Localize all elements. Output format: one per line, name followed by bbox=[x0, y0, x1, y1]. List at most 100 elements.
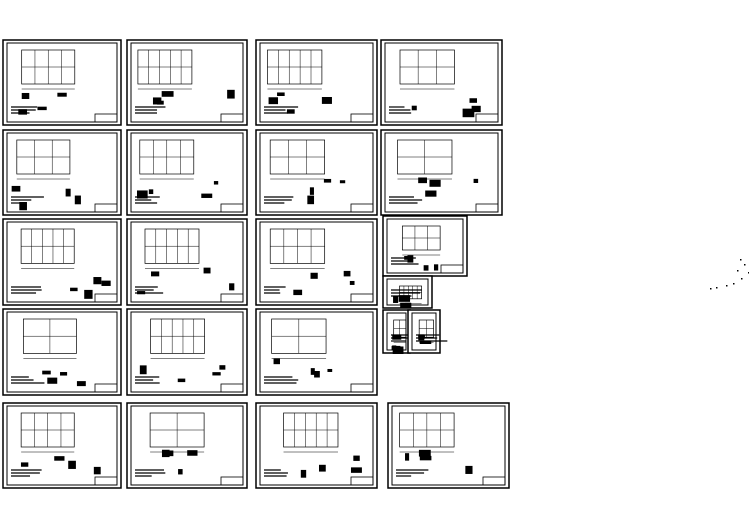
sheet-outer-border bbox=[380, 39, 503, 126]
detail-drawing bbox=[47, 377, 58, 384]
detail-drawing bbox=[139, 365, 147, 375]
detail-drawing bbox=[392, 346, 404, 354]
sheet-outer-border bbox=[255, 39, 378, 126]
detail-drawing bbox=[93, 277, 102, 285]
title-block bbox=[220, 383, 244, 393]
detail-drawing bbox=[277, 92, 285, 96]
detail-drawing bbox=[213, 181, 219, 185]
sheet-inner-border bbox=[6, 221, 118, 303]
sheet-inner-border bbox=[130, 221, 244, 303]
sheet-inner-border bbox=[386, 218, 464, 274]
sheet-inner-border bbox=[130, 132, 244, 213]
sheet-outer-border bbox=[255, 308, 378, 396]
detail-drawing bbox=[314, 370, 320, 378]
drawing-sheet[interactable] bbox=[126, 402, 248, 489]
sheet-outer-border bbox=[255, 129, 378, 216]
detail-drawing bbox=[411, 105, 417, 111]
detail-drawing bbox=[293, 289, 303, 296]
detail-drawing bbox=[419, 340, 432, 344]
sheet-outer-border bbox=[255, 218, 378, 306]
drawing-sheet[interactable] bbox=[126, 39, 248, 126]
title-block bbox=[350, 293, 374, 303]
drawing-sheet[interactable] bbox=[382, 215, 468, 277]
detail-drawing bbox=[101, 280, 111, 286]
detail-drawing bbox=[227, 89, 235, 99]
detail-drawing bbox=[423, 265, 429, 271]
detail-drawing bbox=[60, 372, 68, 376]
title-block bbox=[440, 264, 464, 274]
detail-drawing bbox=[318, 464, 326, 472]
stray-point bbox=[733, 283, 735, 285]
detail-drawing bbox=[229, 283, 235, 291]
drawing-sheet[interactable] bbox=[2, 39, 122, 126]
detail-drawing bbox=[419, 455, 432, 461]
detail-drawing bbox=[93, 466, 101, 475]
sheet-outer-border bbox=[255, 402, 378, 489]
drawing-sheet[interactable] bbox=[2, 402, 122, 489]
title-block bbox=[220, 203, 244, 213]
sheet-outer-border bbox=[387, 402, 510, 489]
detail-drawing bbox=[68, 460, 76, 469]
drawing-sheet[interactable] bbox=[380, 129, 503, 216]
sheet-outer-border bbox=[2, 402, 122, 489]
drawing-sheet[interactable] bbox=[255, 39, 378, 126]
drawing-sheet[interactable] bbox=[126, 308, 248, 396]
title-block bbox=[475, 203, 499, 213]
drawing-sheet[interactable] bbox=[126, 218, 248, 306]
sheet-outer-border bbox=[2, 129, 122, 216]
drawing-sheet[interactable] bbox=[407, 309, 448, 354]
sheet-outer-border bbox=[126, 129, 248, 216]
detail-drawing bbox=[350, 467, 362, 473]
detail-drawing bbox=[429, 179, 441, 187]
detail-drawing bbox=[405, 302, 412, 308]
title-block bbox=[94, 476, 118, 486]
detail-drawing bbox=[11, 185, 21, 192]
drawing-sheet[interactable] bbox=[387, 402, 510, 489]
detail-drawing bbox=[148, 189, 154, 195]
detail-drawing bbox=[273, 358, 280, 365]
sheet-outer-border bbox=[380, 129, 503, 216]
sheet-outer-border bbox=[126, 218, 248, 306]
drawing-sheet[interactable] bbox=[382, 275, 433, 309]
drawing-sheet[interactable] bbox=[2, 218, 122, 306]
detail-drawing bbox=[161, 91, 174, 97]
drawing-sheet[interactable] bbox=[255, 308, 378, 396]
drawing-sheet[interactable] bbox=[255, 402, 378, 489]
detail-drawing bbox=[393, 295, 399, 303]
title-block bbox=[482, 476, 506, 486]
detail-drawing bbox=[286, 109, 295, 114]
detail-drawing bbox=[418, 335, 425, 339]
sheet-outer-border bbox=[2, 218, 122, 306]
stray-point bbox=[737, 270, 739, 272]
detail-drawing bbox=[201, 193, 213, 198]
drawing-sheet[interactable] bbox=[2, 129, 122, 216]
sheet-outer-border bbox=[126, 39, 248, 126]
detail-drawing bbox=[212, 372, 221, 376]
drawing-sheet[interactable] bbox=[255, 129, 378, 216]
detail-drawing bbox=[418, 449, 431, 457]
sheet-inner-border bbox=[259, 221, 374, 303]
detail-drawing bbox=[349, 280, 355, 285]
drawing-sheet[interactable] bbox=[126, 129, 248, 216]
title-block bbox=[350, 203, 374, 213]
drawing-sheet[interactable] bbox=[382, 309, 421, 354]
detail-drawing bbox=[309, 187, 314, 195]
sheet-inner-border bbox=[384, 42, 499, 123]
drawing-sheet[interactable] bbox=[255, 218, 378, 306]
sheet-inner-border bbox=[411, 312, 437, 351]
detail-drawing bbox=[37, 106, 47, 111]
detail-drawing bbox=[473, 178, 479, 183]
drawing-sheet[interactable] bbox=[380, 39, 503, 126]
detail-drawing bbox=[418, 177, 427, 184]
detail-drawing bbox=[300, 469, 307, 478]
detail-drawing bbox=[391, 345, 401, 350]
detail-drawing bbox=[19, 202, 27, 211]
drawing-sheet[interactable] bbox=[2, 308, 122, 396]
detail-drawing bbox=[343, 270, 351, 277]
detail-drawing bbox=[339, 180, 346, 184]
detail-drawing bbox=[65, 188, 71, 197]
detail-drawing bbox=[307, 195, 315, 205]
detail-drawing bbox=[310, 272, 318, 279]
title-block bbox=[220, 293, 244, 303]
sheet-outer-border bbox=[126, 402, 248, 489]
